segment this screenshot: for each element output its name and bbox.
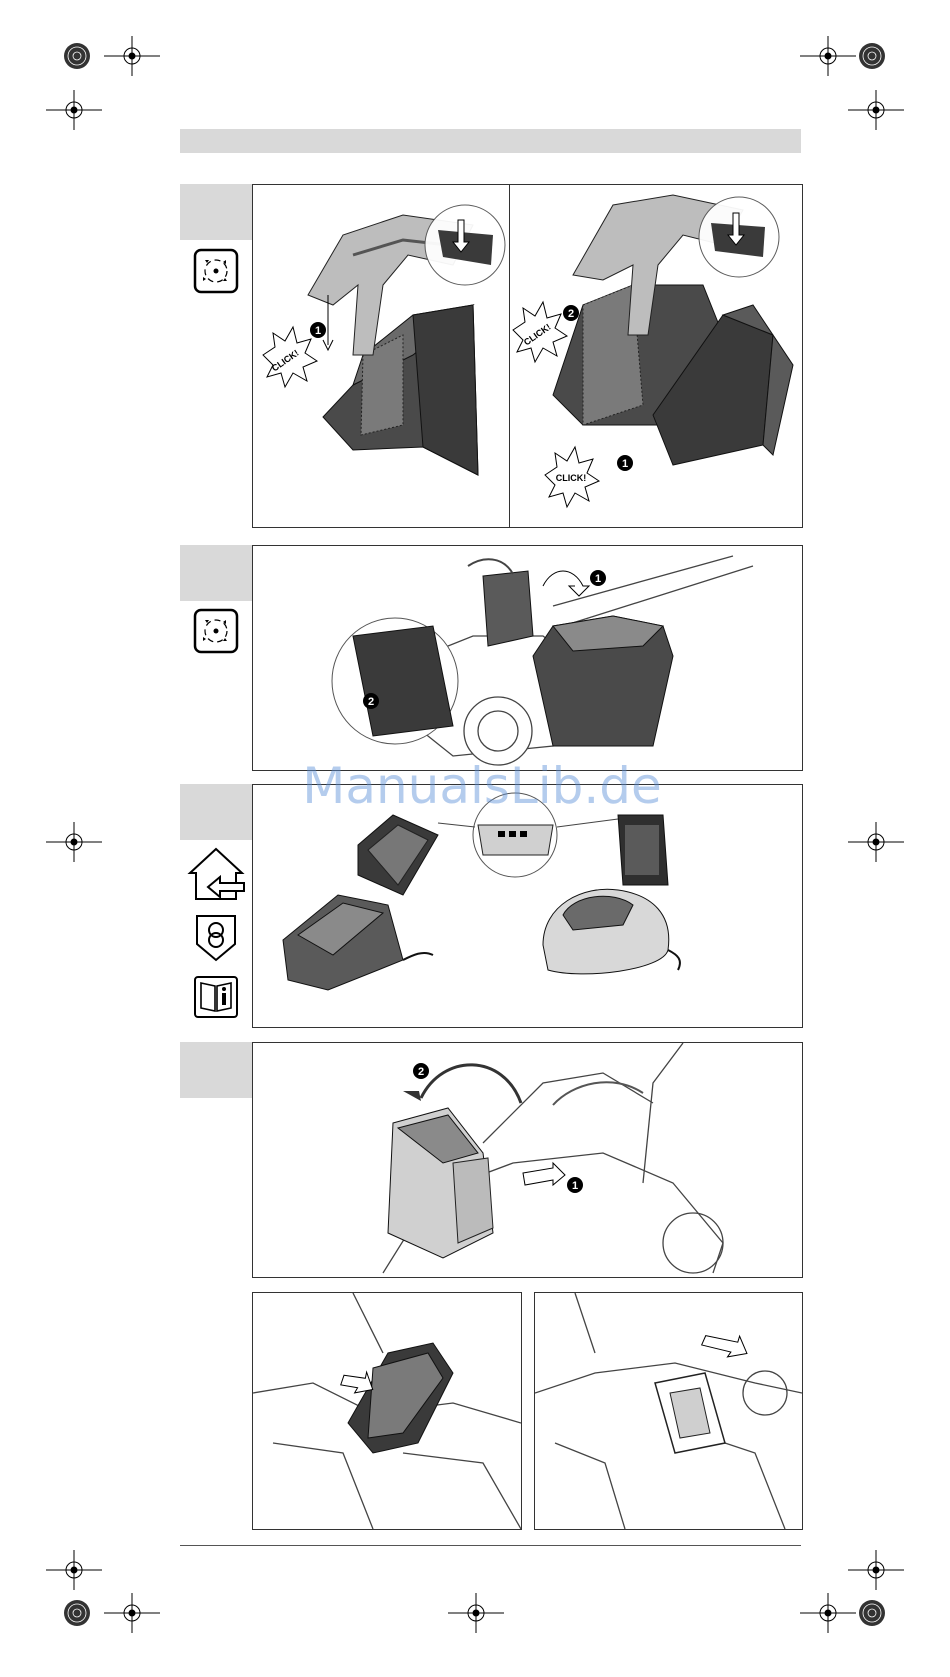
figure-battery-removal: 2 1	[252, 1042, 803, 1278]
click-label: CLICK!	[556, 473, 587, 483]
indoor-use-icon	[186, 845, 248, 903]
registration-mark-bottom-center	[448, 1593, 504, 1633]
section-tab-3	[180, 784, 252, 840]
grass-box-illustration-left: 1 CLICK!	[263, 205, 505, 475]
standard-charger-illustration	[543, 889, 680, 974]
safety-transformer-icon	[193, 912, 239, 964]
step-number: 1	[315, 325, 321, 337]
figure-battery-chargers	[252, 784, 803, 1028]
read-manual-icon	[193, 975, 239, 1019]
registration-mark-top-right-cross	[800, 36, 856, 76]
figure-grass-box-assembly: 1 CLICK! 2 CLICK! 1 CLICK!	[252, 184, 803, 528]
registration-mark-bottom-left-wheel	[63, 1599, 91, 1627]
battery-pack-upright	[618, 815, 668, 885]
registration-mark-mid-right	[848, 822, 904, 862]
quick-charger-illustration	[283, 895, 433, 990]
page-header-bar	[180, 129, 801, 153]
registration-mark-left-cross	[46, 90, 102, 130]
section-tab-4	[180, 1042, 252, 1098]
figure-attach-grass-box: 1 2	[252, 545, 803, 771]
registration-mark-right-cross	[848, 90, 904, 130]
page-footer-rule	[180, 1545, 801, 1546]
section-tab-1	[180, 184, 252, 240]
step-number: 1	[572, 1180, 578, 1192]
registration-mark-bottom-left2-cross	[104, 1593, 160, 1633]
step-number: 2	[368, 696, 374, 708]
grass-box-illustration-right: 2 CLICK! 1 CLICK!	[513, 195, 793, 507]
figure-battery-insert-right	[534, 1292, 803, 1530]
registration-mark-top-right-wheel	[858, 42, 886, 70]
watermark-text: ManualsLib.de	[292, 757, 672, 815]
step-number: 2	[568, 308, 574, 320]
step-number: 1	[595, 573, 601, 585]
registration-mark-top-left-wheel	[63, 42, 91, 70]
step-number: 1	[622, 458, 628, 470]
section-tab-2	[180, 545, 252, 601]
registration-mark-bottom-right-cross	[800, 1593, 856, 1633]
figure-battery-insert-left	[252, 1292, 522, 1530]
step-number: 2	[418, 1066, 424, 1078]
registration-mark-bottom-right-wheel	[858, 1599, 886, 1627]
blade-safety-icon	[193, 248, 239, 294]
battery-illustration	[358, 815, 438, 895]
registration-mark-mid-left	[46, 822, 102, 862]
registration-mark-top-left-cross	[104, 36, 160, 76]
blade-safety-icon-2	[193, 608, 239, 654]
registration-mark-bottom-right2-cross	[848, 1550, 904, 1590]
registration-mark-bottom-left-cross	[46, 1550, 102, 1590]
